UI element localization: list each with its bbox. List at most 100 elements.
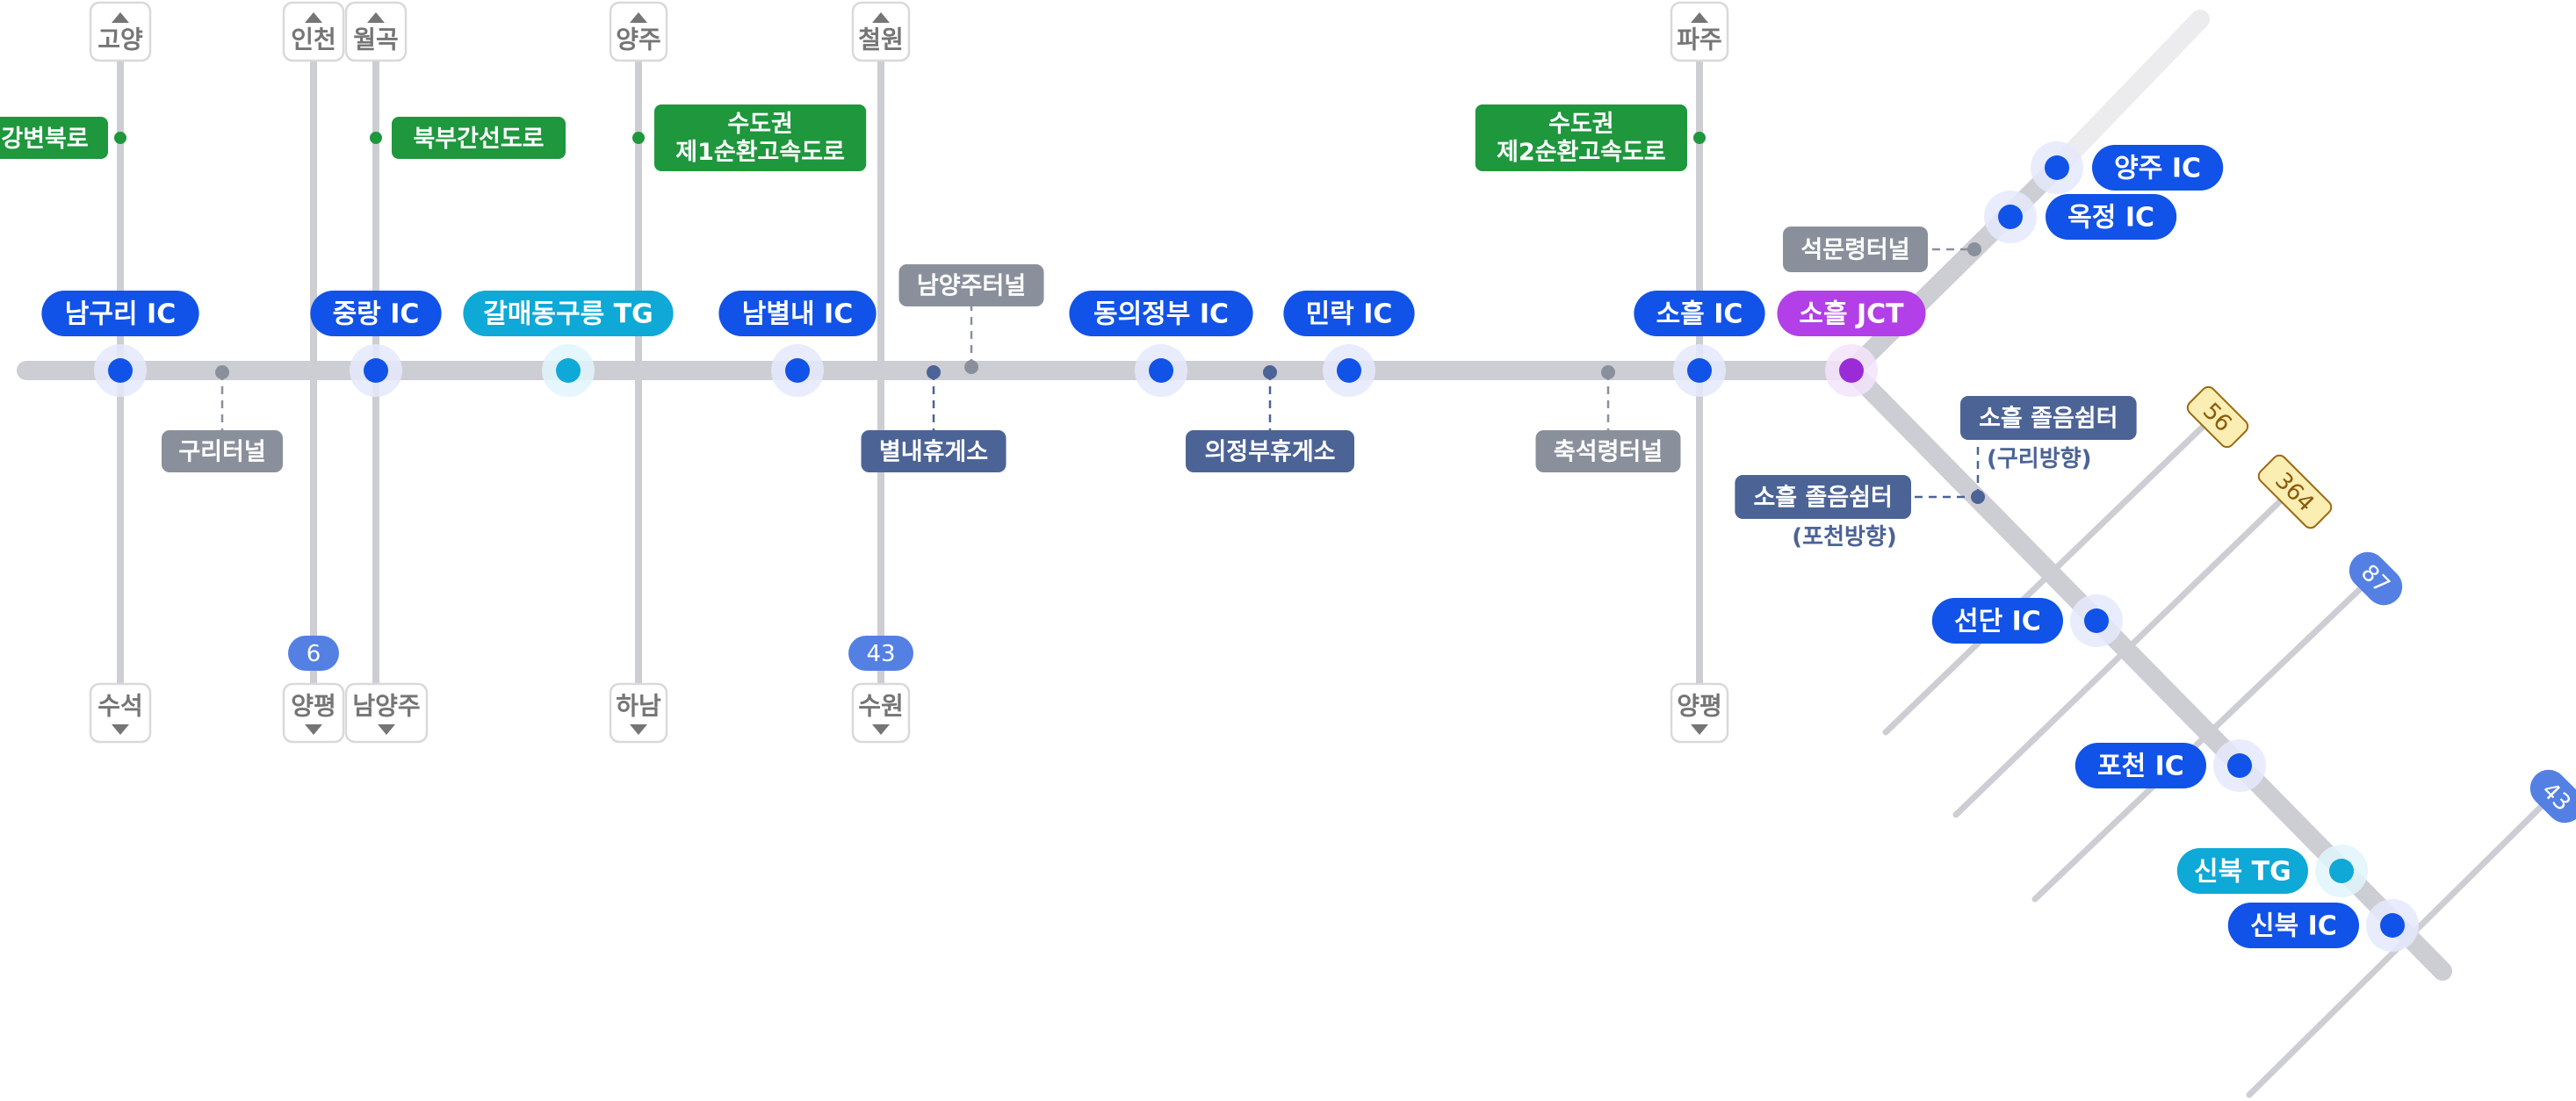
- label-sinbuk_tg[interactable]: 신북 TG: [2176, 848, 2308, 894]
- node-sinbuk_tg[interactable]: [2315, 845, 2368, 897]
- facility-uijeongbu_rest-text: 의정부휴게소: [1204, 439, 1335, 466]
- direction-sign-bottom-text: 수원: [858, 692, 904, 721]
- label-minrak-bg: [1283, 291, 1415, 336]
- facility-seokmun_tunnel[interactable]: 석문령터널: [1783, 227, 1928, 272]
- label-yangju_ic-text: 양주 IC: [2114, 154, 2201, 184]
- down-arrow-icon: [630, 724, 647, 735]
- direction-sign-bottom[interactable]: 남양주: [344, 682, 429, 744]
- facility-chukseokryeong_tunnel[interactable]: 축석령터널: [1535, 430, 1681, 472]
- direction-sign-top-text: 고양: [97, 25, 143, 54]
- facility-rest_guri[interactable]: 소흘 졸음쉼터: [1960, 396, 2137, 440]
- connector-road-label[interactable]: 북부간선도로: [392, 117, 566, 159]
- direction-sign-bottom-text: 양평: [291, 692, 336, 721]
- label-yangju_ic[interactable]: 양주 IC: [2092, 145, 2224, 191]
- up-arrow-icon: [872, 12, 890, 23]
- direction-sign-top-text: 양주: [616, 25, 661, 54]
- facility-byeollae_rest[interactable]: 별내휴게소: [861, 430, 1007, 472]
- facility-byeollae_rest-text: 별내휴게소: [879, 439, 988, 466]
- node-namguri[interactable]: [94, 344, 147, 397]
- facility-seokmun_tunnel-text: 석문령터널: [1800, 237, 1909, 264]
- facility-namyangju_tunnel[interactable]: 남양주터널: [898, 264, 1044, 306]
- label-galmae-text: 갈매동구릉 TG: [483, 299, 653, 330]
- node-okjeong[interactable]: [1984, 191, 2037, 243]
- connector-road-text-line: 강변북로: [1, 126, 88, 153]
- label-okjeong[interactable]: 옥정 IC: [2046, 194, 2177, 240]
- facility-namyangju_tunnel-bg: [898, 264, 1044, 306]
- node-soheul_jct[interactable]: [1825, 344, 1878, 397]
- facility-guri_tunnel[interactable]: 구리터널: [162, 430, 283, 472]
- facility-rest_pocheon[interactable]: 소흘 졸음쉼터: [1735, 475, 1911, 519]
- direction-sign-top[interactable]: 파주: [1670, 1, 1729, 62]
- facility-chukseokryeong_tunnel-text: 축석령터널: [1554, 439, 1663, 466]
- label-sinbuk_tg-bg: [2176, 848, 2308, 894]
- facility-dot: [1971, 490, 1985, 504]
- direction-sign-box: [89, 1, 152, 62]
- node-donguijeongbu[interactable]: [1135, 344, 1187, 397]
- connector-road-bg: [1475, 104, 1687, 171]
- route-number-badge: 87: [2349, 551, 2403, 606]
- direction-sign-top[interactable]: 월곡: [344, 1, 408, 62]
- node-soheul_ic[interactable]: [1673, 344, 1726, 397]
- label-donguijeongbu[interactable]: 동의정부 IC: [1069, 291, 1253, 336]
- direction-sign-top[interactable]: 양주: [609, 1, 668, 62]
- facility-uijeongbu_rest[interactable]: 의정부휴게소: [1186, 430, 1354, 472]
- label-okjeong-text: 옥정 IC: [2067, 203, 2154, 234]
- connector-road-bg: [392, 117, 566, 159]
- label-jungnang[interactable]: 중랑 IC: [310, 291, 442, 336]
- label-seondan[interactable]: 선단 IC: [1931, 598, 2063, 644]
- direction-sign-bottom[interactable]: 수석: [89, 682, 152, 744]
- node-nambyeollae[interactable]: [771, 344, 824, 397]
- connector-road-text-line: 수도권: [1548, 111, 1614, 138]
- facility-uijeongbu_rest-bg: [1186, 430, 1354, 472]
- label-soheul_ic[interactable]: 소흘 IC: [1634, 291, 1765, 336]
- label-galmae[interactable]: 갈매동구릉 TG: [463, 291, 674, 336]
- label-nambyeollae[interactable]: 남별내 IC: [718, 291, 877, 336]
- direction-sign-bottom[interactable]: 하남: [609, 682, 668, 744]
- connector-road-text: 북부간선도로: [413, 126, 544, 153]
- direction-sign-top[interactable]: 고양: [89, 1, 152, 62]
- direction-sign-top[interactable]: 인천: [282, 1, 345, 62]
- node-seondan[interactable]: [2070, 594, 2123, 647]
- up-arrow-icon: [1691, 12, 1708, 23]
- node-minrak-dot: [1337, 358, 1361, 383]
- direction-sign-top-text: 철원: [858, 25, 904, 54]
- label-soheul_jct-bg: [1777, 291, 1926, 336]
- label-soheul_ic-text: 소흘 IC: [1656, 299, 1743, 330]
- label-minrak[interactable]: 민락 IC: [1283, 291, 1415, 336]
- node-yangju_ic[interactable]: [2031, 141, 2083, 194]
- node-seondan-dot: [2084, 608, 2109, 633]
- node-pocheon[interactable]: [2213, 739, 2266, 792]
- facility-guri_tunnel-text: 구리터널: [178, 439, 265, 466]
- direction-sign-top[interactable]: 철원: [851, 1, 911, 62]
- facility-direction-text: (포천방향): [1792, 524, 1896, 550]
- connector-road-text-line: 북부간선도로: [413, 126, 544, 153]
- facility-guri_tunnel-bg: [162, 430, 283, 472]
- label-pocheon[interactable]: 포천 IC: [2075, 743, 2206, 788]
- label-soheul_jct[interactable]: 소흘 JCT: [1777, 291, 1926, 336]
- label-sinbuk_ic[interactable]: 신북 IC: [2227, 903, 2359, 948]
- node-jungnang[interactable]: [350, 344, 402, 397]
- node-galmae[interactable]: [542, 344, 595, 397]
- connector-dot: [1693, 132, 1706, 144]
- label-donguijeongbu-bg: [1069, 291, 1253, 336]
- node-sinbuk_ic[interactable]: [2366, 899, 2419, 952]
- direction-sign-bottom[interactable]: 수원: [851, 682, 911, 744]
- facility-chukseokryeong_tunnel-bg: [1535, 430, 1681, 472]
- label-namguri[interactable]: 남구리 IC: [41, 291, 199, 336]
- direction-sign-box: [344, 682, 429, 744]
- connector-road-text-line: 제2순환고속도로: [1497, 139, 1666, 166]
- label-minrak-text: 민락 IC: [1306, 299, 1393, 330]
- direction-sign-bottom[interactable]: 양평: [282, 682, 345, 744]
- side-road-line: [1882, 424, 2205, 736]
- node-minrak[interactable]: [1323, 344, 1375, 397]
- connector-dot: [114, 132, 126, 144]
- direction-sign-bottom[interactable]: 양평: [1670, 682, 1729, 744]
- connector-road-label[interactable]: 강변북로: [0, 117, 108, 159]
- label-sinbuk_ic-text: 신북 IC: [2250, 911, 2337, 942]
- direction-sign-box: [851, 1, 911, 62]
